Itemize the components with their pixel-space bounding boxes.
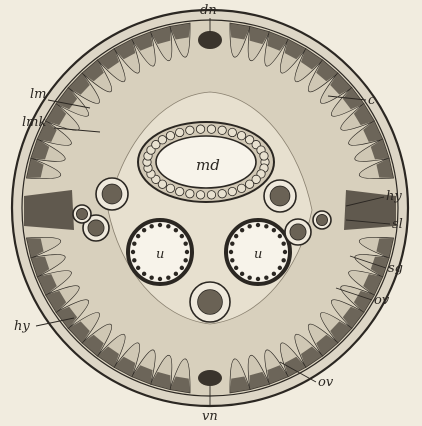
uterus-lining-bead	[142, 272, 146, 276]
label-lmk: lmk	[22, 115, 46, 130]
intestine-cell	[228, 187, 236, 195]
uterus-lining-bead	[234, 234, 238, 238]
label-u-right: u	[254, 247, 262, 262]
ventral-nerve	[198, 370, 222, 386]
intestine-cell	[176, 187, 184, 195]
uterus-lining-bead	[180, 266, 184, 270]
uterus-lining-bead	[174, 228, 178, 232]
label-hy-right: hy	[386, 189, 402, 204]
uterus-lining-bead	[272, 272, 276, 276]
intestine-cell	[245, 180, 253, 188]
uterus-lining-bead	[278, 266, 282, 270]
uterus-lining-bead	[183, 258, 187, 262]
label-sg: sg	[388, 261, 403, 276]
uterus-lining-bead	[180, 234, 184, 238]
uterus-lining-bead	[149, 224, 153, 228]
label-ov-right: ov	[374, 293, 390, 308]
intestine-cell	[207, 125, 215, 133]
intestine-cell	[237, 184, 245, 192]
intestine-cell	[176, 128, 184, 136]
uterus-lining-bead	[183, 241, 187, 245]
uterus-lining-bead	[272, 228, 276, 232]
uterus-lining-bead	[174, 272, 178, 276]
uterus-lining-bead	[281, 258, 285, 262]
label-md: md	[196, 156, 220, 174]
uterus-lining-bead	[142, 228, 146, 232]
intestine-cell	[166, 184, 174, 192]
intestine-cell	[207, 191, 215, 199]
uterus-lining-bead	[136, 234, 140, 238]
ovary-section-core	[76, 208, 87, 219]
uterus-lining-bead	[230, 241, 234, 245]
uterus-lining-bead	[256, 277, 260, 281]
ovary-section-core	[102, 184, 122, 204]
uterus-lining-bead	[264, 224, 268, 228]
intestine-cell	[196, 125, 204, 133]
intestine-cell	[196, 191, 204, 199]
label-ov-bottom: ov	[318, 375, 334, 390]
intestine-cell	[158, 136, 166, 144]
uterus-lining-bead	[234, 266, 238, 270]
intestine-cell	[186, 126, 194, 134]
intestine-cell	[228, 128, 236, 136]
uterus-lining-bead	[229, 250, 233, 254]
uterus-lining-bead	[166, 224, 170, 228]
uterus-lining-bead	[149, 275, 153, 279]
intestine-cell	[218, 126, 226, 134]
lateral-line-left	[24, 190, 74, 230]
uterus-lining-bead	[247, 224, 251, 228]
ovary-section-core	[270, 186, 290, 206]
uterus-lining-bead	[247, 275, 251, 279]
label-sl: sl	[392, 217, 403, 232]
uterus-lining-bead	[132, 258, 136, 262]
uterus-lining-bead	[158, 277, 162, 281]
intestine-cell	[186, 190, 194, 198]
uterus-lining-bead	[158, 223, 162, 227]
label-lm: lm	[30, 87, 47, 102]
uterus-lining-bead	[264, 275, 268, 279]
intestine-cell	[218, 190, 226, 198]
dorsal-nerve	[198, 31, 222, 49]
uterus-lining-bead	[185, 250, 189, 254]
uterus-lining-bead	[132, 241, 136, 245]
uterus-lining-bead	[166, 275, 170, 279]
ovary-section-core	[290, 224, 306, 240]
label-u-left: u	[156, 247, 164, 262]
uterus-lining-bead	[230, 258, 234, 262]
uterus-lining-bead	[131, 250, 135, 254]
label-dn: dn	[200, 3, 217, 18]
uterus-lining-bead	[281, 241, 285, 245]
uterus-lining-bead	[240, 228, 244, 232]
uterus-lining-bead	[278, 234, 282, 238]
label-hy-left: hy	[14, 319, 30, 334]
ovary-section-core	[316, 214, 327, 225]
label-c: c	[368, 93, 376, 108]
intestine-cell	[237, 131, 245, 139]
intestine-cell	[260, 152, 268, 160]
label-vn: vn	[202, 409, 218, 424]
uterus-lining-bead	[283, 250, 287, 254]
ovary-section-core	[198, 290, 223, 315]
uterus-lining-bead	[256, 223, 260, 227]
uterus-lining-bead	[240, 272, 244, 276]
uterus-lining-bead	[136, 266, 140, 270]
ovary-section-core	[88, 220, 104, 236]
intestine-cell	[166, 131, 174, 139]
